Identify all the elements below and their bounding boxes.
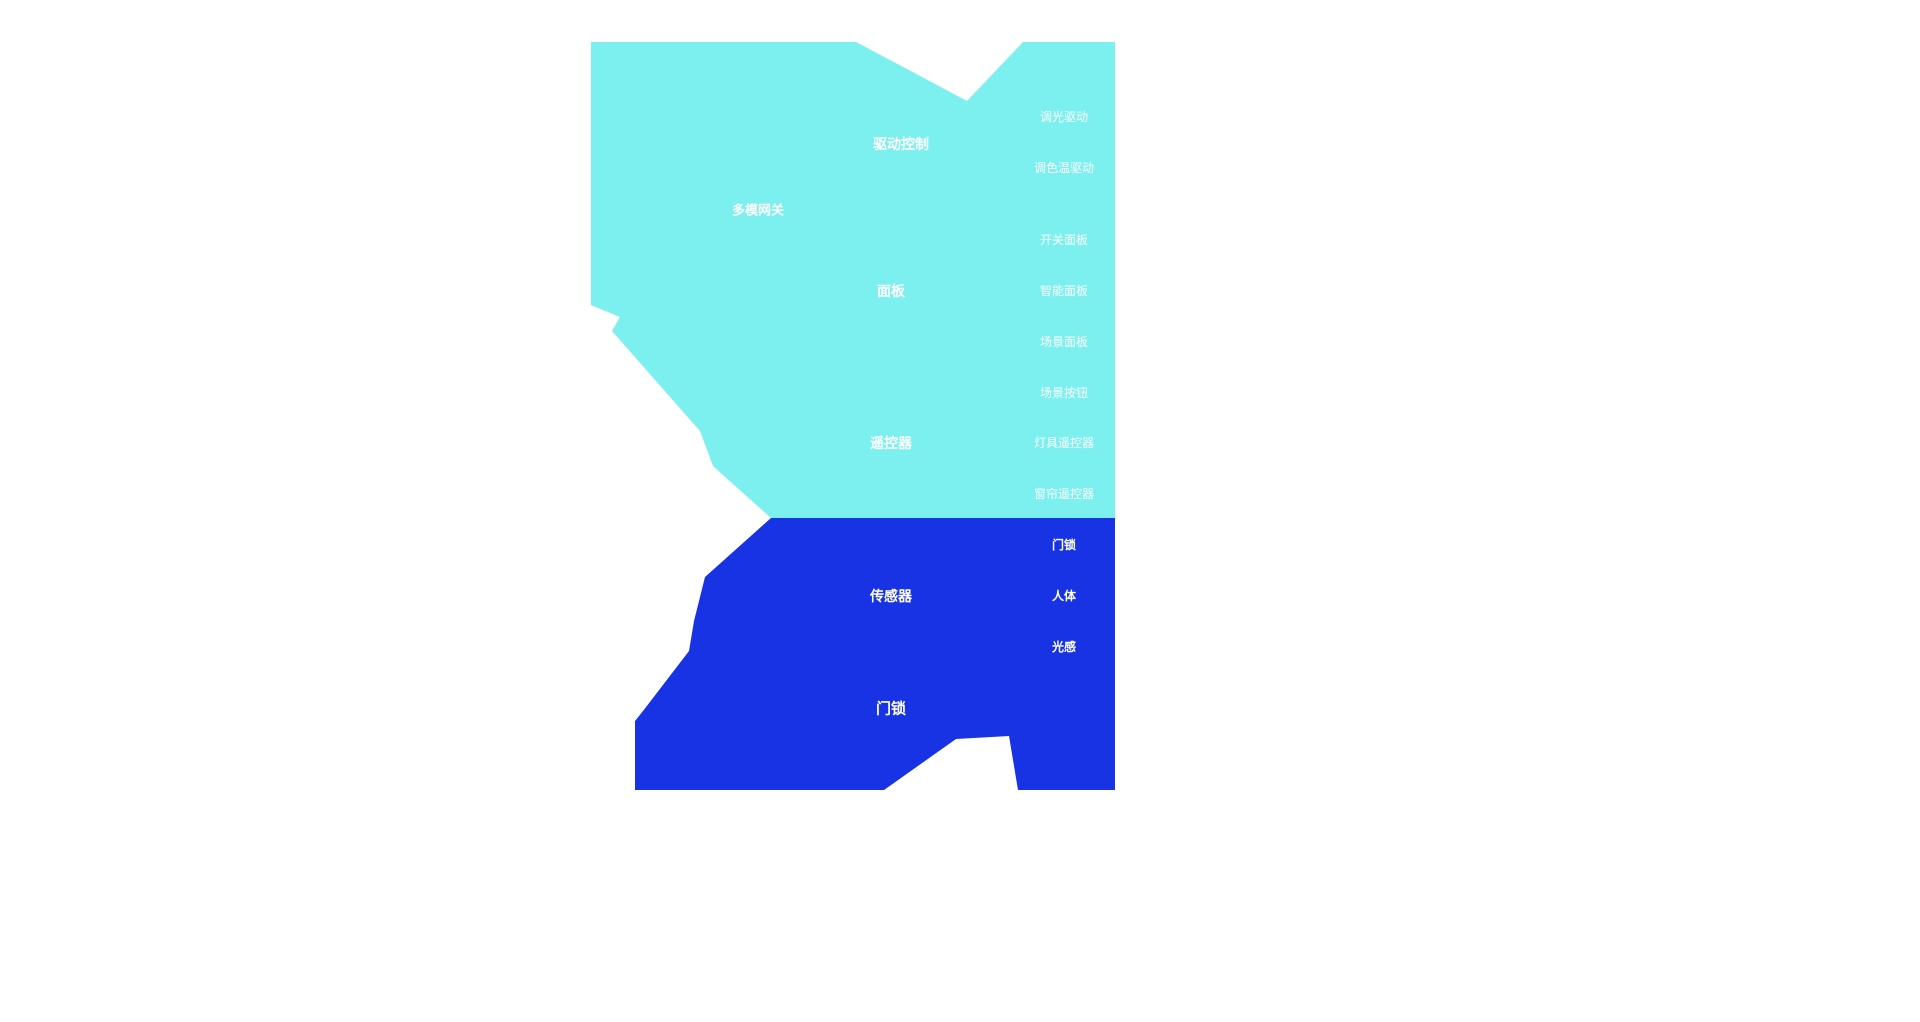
node-light-remote[interactable]: 灯具遥控器: [1033, 436, 1095, 450]
node-scene-panel[interactable]: 场景面板: [1039, 335, 1089, 349]
node-smart-panel[interactable]: 智能面板: [1039, 284, 1089, 298]
node-door-lock[interactable]: 门锁: [875, 700, 907, 718]
node-scene-button[interactable]: 场景按钮: [1039, 386, 1089, 400]
node-sensor[interactable]: 传感器: [870, 588, 912, 604]
node-multi-mode-gateway[interactable]: 多模网关: [731, 202, 785, 218]
node-door-lock-sensor[interactable]: 门锁: [1051, 538, 1077, 552]
node-color-temp-driver[interactable]: 调色温驱动: [1033, 161, 1095, 175]
node-switch-panel[interactable]: 开关面板: [1039, 233, 1089, 247]
node-light-sensor[interactable]: 光感: [1051, 640, 1077, 654]
node-remote-control[interactable]: 遥控器: [870, 435, 912, 451]
node-dimming-driver[interactable]: 调光驱动: [1039, 110, 1089, 124]
branch-region-sensor: [635, 518, 1115, 790]
node-panel[interactable]: 面板: [877, 283, 905, 299]
node-human-presence-sensor[interactable]: 人体: [1051, 589, 1077, 603]
node-drive-control[interactable]: 驱动控制: [873, 136, 929, 152]
branch-region-gateway: [591, 42, 1115, 518]
node-curtain-remote[interactable]: 窗帘遥控器: [1033, 487, 1095, 501]
